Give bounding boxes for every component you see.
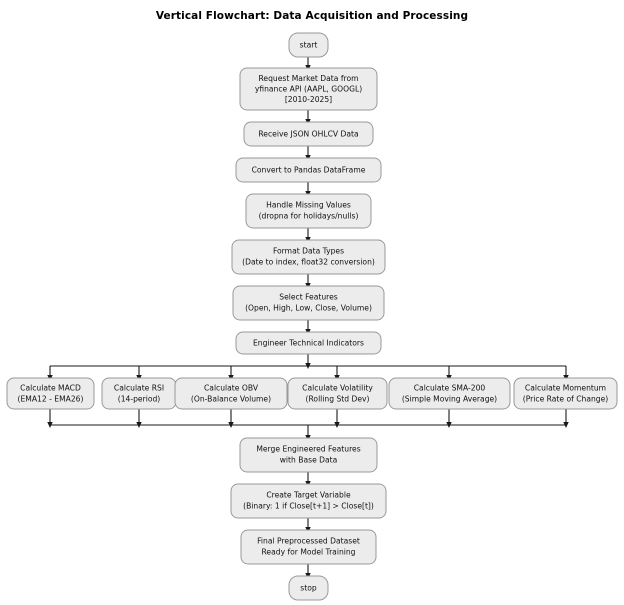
node-momentum-line2: (Price Rate of Change) <box>523 395 609 404</box>
node-receive-shape[interactable] <box>243 121 374 147</box>
node-volatility-line2: (Rolling Std Dev) <box>306 395 370 404</box>
node-format-shape[interactable] <box>231 239 386 275</box>
node-macd-line2: (EMA12 - EMA26) <box>18 395 84 404</box>
node-start-shape[interactable] <box>288 32 329 58</box>
node-format-line2: (Date to index, float32 conversion) <box>242 258 375 267</box>
node-create-target-variable[interactable]: Create Target Variable (Binary: 1 if Clo… <box>230 483 387 519</box>
node-calculate-sma-200[interactable]: Calculate SMA-200 (Simple Moving Average… <box>388 377 511 410</box>
node-calculate-rsi[interactable]: Calculate RSI (14-period) <box>101 377 177 410</box>
node-final-preprocessed-dataset[interactable]: Final Preprocessed Dataset Ready for Mod… <box>240 529 377 565</box>
node-start[interactable]: start <box>288 32 329 58</box>
node-merge-line1: Merge Engineered Features <box>256 445 360 454</box>
node-sma-line1: Calculate SMA-200 <box>414 384 486 393</box>
node-convert-dataframe[interactable]: Convert to Pandas DataFrame <box>235 157 382 183</box>
node-target-line1: Create Target Variable <box>266 491 351 500</box>
node-features-line2: (Open, High, Low, Close, Volume) <box>245 304 372 313</box>
node-final-shape[interactable] <box>240 529 377 565</box>
node-calculate-volatility[interactable]: Calculate Volatility (Rolling Std Dev) <box>287 377 388 410</box>
node-volatility-line1: Calculate Volatility <box>302 384 373 393</box>
node-sma-line2: (Simple Moving Average) <box>402 395 497 404</box>
node-convert-shape[interactable] <box>235 157 382 183</box>
node-obv-line1: Calculate OBV <box>204 384 259 393</box>
node-macd-shape[interactable] <box>6 377 95 410</box>
node-final-line2: Ready for Model Training <box>261 548 355 557</box>
node-engineer-shape[interactable] <box>235 331 382 355</box>
node-format-data-types[interactable]: Format Data Types (Date to index, float3… <box>231 239 386 275</box>
node-request-line1: Request Market Data from <box>259 74 359 83</box>
node-features-line1: Select Features <box>279 293 338 302</box>
node-rsi-line2: (14-period) <box>118 395 161 404</box>
node-select-features[interactable]: Select Features (Open, High, Low, Close,… <box>232 285 385 321</box>
node-missing-line2: (dropna for holidays/nulls) <box>259 212 359 221</box>
node-merge-shape[interactable] <box>239 437 378 473</box>
node-target-shape[interactable] <box>230 483 387 519</box>
node-start-label: start <box>300 41 318 50</box>
node-engineer-line1: Engineer Technical Indicators <box>253 339 364 348</box>
node-calculate-macd[interactable]: Calculate MACD (EMA12 - EMA26) <box>6 377 95 410</box>
node-target-line2: (Binary: 1 if Close[t+1] > Close[t]) <box>243 502 374 511</box>
node-final-line1: Final Preprocessed Dataset <box>257 537 360 546</box>
node-request-shape[interactable] <box>239 67 378 111</box>
node-missing-shape[interactable] <box>245 193 372 229</box>
node-obv-shape[interactable] <box>174 377 288 410</box>
node-missing-line1: Handle Missing Values <box>266 201 351 210</box>
node-rsi-line1: Calculate RSI <box>114 384 164 393</box>
node-merge-line2: with Base Data <box>280 456 338 465</box>
page-title: Vertical Flowchart: Data Acquisition and… <box>155 10 469 22</box>
node-receive-line1: Receive JSON OHLCV Data <box>258 130 358 139</box>
node-obv-line2: (On-Balance Volume) <box>191 395 271 404</box>
node-engineer-technical-indicators[interactable]: Engineer Technical Indicators <box>235 331 382 355</box>
node-calculate-momentum[interactable]: Calculate Momentum (Price Rate of Change… <box>513 377 618 410</box>
node-format-line1: Format Data Types <box>273 247 344 256</box>
node-receive-json[interactable]: Receive JSON OHLCV Data <box>243 121 374 147</box>
node-macd-line1: Calculate MACD <box>20 384 81 393</box>
node-momentum-shape[interactable] <box>513 377 618 410</box>
node-merge-engineered-features[interactable]: Merge Engineered Features with Base Data <box>239 437 378 473</box>
node-calculate-obv[interactable]: Calculate OBV (On-Balance Volume) <box>174 377 288 410</box>
node-stop-label: stop <box>300 584 317 593</box>
node-sma-shape[interactable] <box>388 377 511 410</box>
node-features-shape[interactable] <box>232 285 385 321</box>
node-request-line2: yfinance API (AAPL, GOOGL) <box>255 85 362 94</box>
node-handle-missing-values[interactable]: Handle Missing Values (dropna for holida… <box>245 193 372 229</box>
edge-layer <box>47 57 569 579</box>
node-request-line3: [2010-2025] <box>285 95 332 104</box>
node-convert-line1: Convert to Pandas DataFrame <box>252 166 366 175</box>
node-stop-shape[interactable] <box>288 575 329 601</box>
node-momentum-line1: Calculate Momentum <box>525 384 606 393</box>
node-request-market-data[interactable]: Request Market Data from yfinance API (A… <box>239 67 378 111</box>
node-volatility-shape[interactable] <box>287 377 388 410</box>
node-stop[interactable]: stop <box>288 575 329 601</box>
